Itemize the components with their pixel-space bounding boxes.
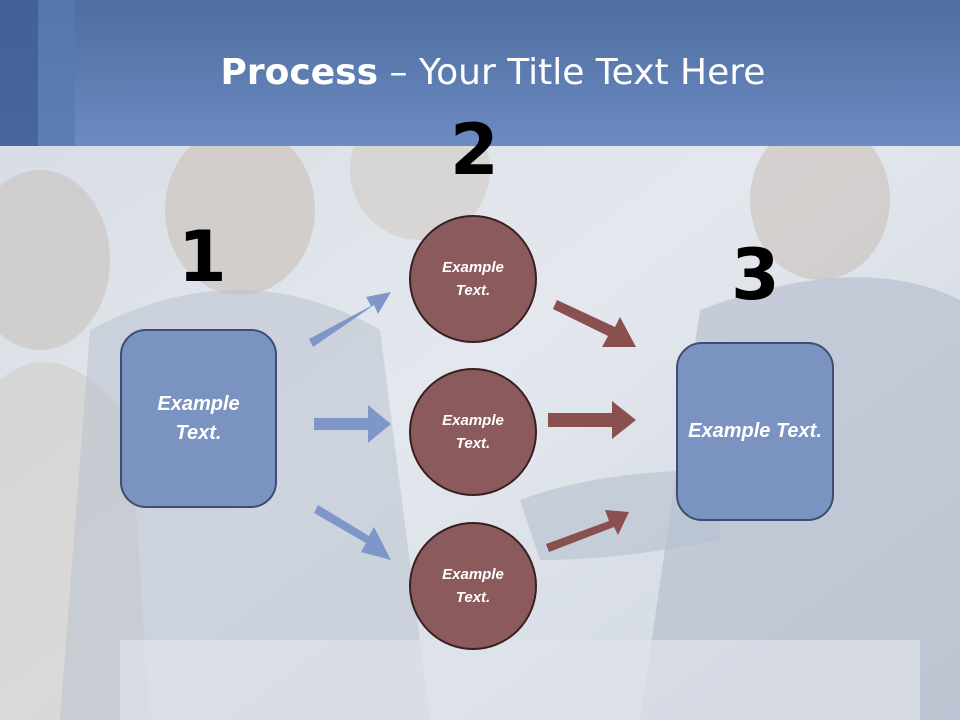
step-number-2: 2 bbox=[450, 109, 499, 191]
arrow-from-bottom-circle bbox=[546, 510, 629, 552]
arrow-from-top-circle bbox=[553, 300, 636, 347]
top-circle-text: Example Text. bbox=[442, 258, 504, 299]
start-box: Example Text. bbox=[120, 329, 277, 508]
title-banner bbox=[0, 0, 960, 146]
title-bold: Process bbox=[220, 52, 379, 93]
middle-circle-text: Example Text. bbox=[442, 411, 504, 452]
arrow-to-middle-circle bbox=[314, 405, 391, 443]
bottom-circle-text: Example Text. bbox=[442, 565, 504, 606]
end-box: Example Text. bbox=[676, 342, 834, 521]
arrow-to-top-circle bbox=[309, 292, 391, 347]
banner-stripe bbox=[38, 0, 75, 146]
middle-circle: Example Text. bbox=[409, 368, 537, 496]
arrow-from-middle-circle bbox=[548, 401, 636, 439]
step-number-3: 3 bbox=[731, 234, 780, 316]
banner-stripe bbox=[0, 0, 38, 146]
slide-title: Process – Your Title Text Here bbox=[0, 52, 960, 93]
arrow-to-bottom-circle bbox=[314, 505, 391, 560]
bottom-circle: Example Text. bbox=[409, 522, 537, 650]
title-rest: – Your Title Text Here bbox=[378, 52, 766, 93]
start-box-text: Example Text. bbox=[157, 392, 240, 444]
end-box-text: Example Text. bbox=[688, 420, 822, 442]
step-number-1: 1 bbox=[178, 216, 227, 298]
top-circle: Example Text. bbox=[409, 215, 537, 343]
